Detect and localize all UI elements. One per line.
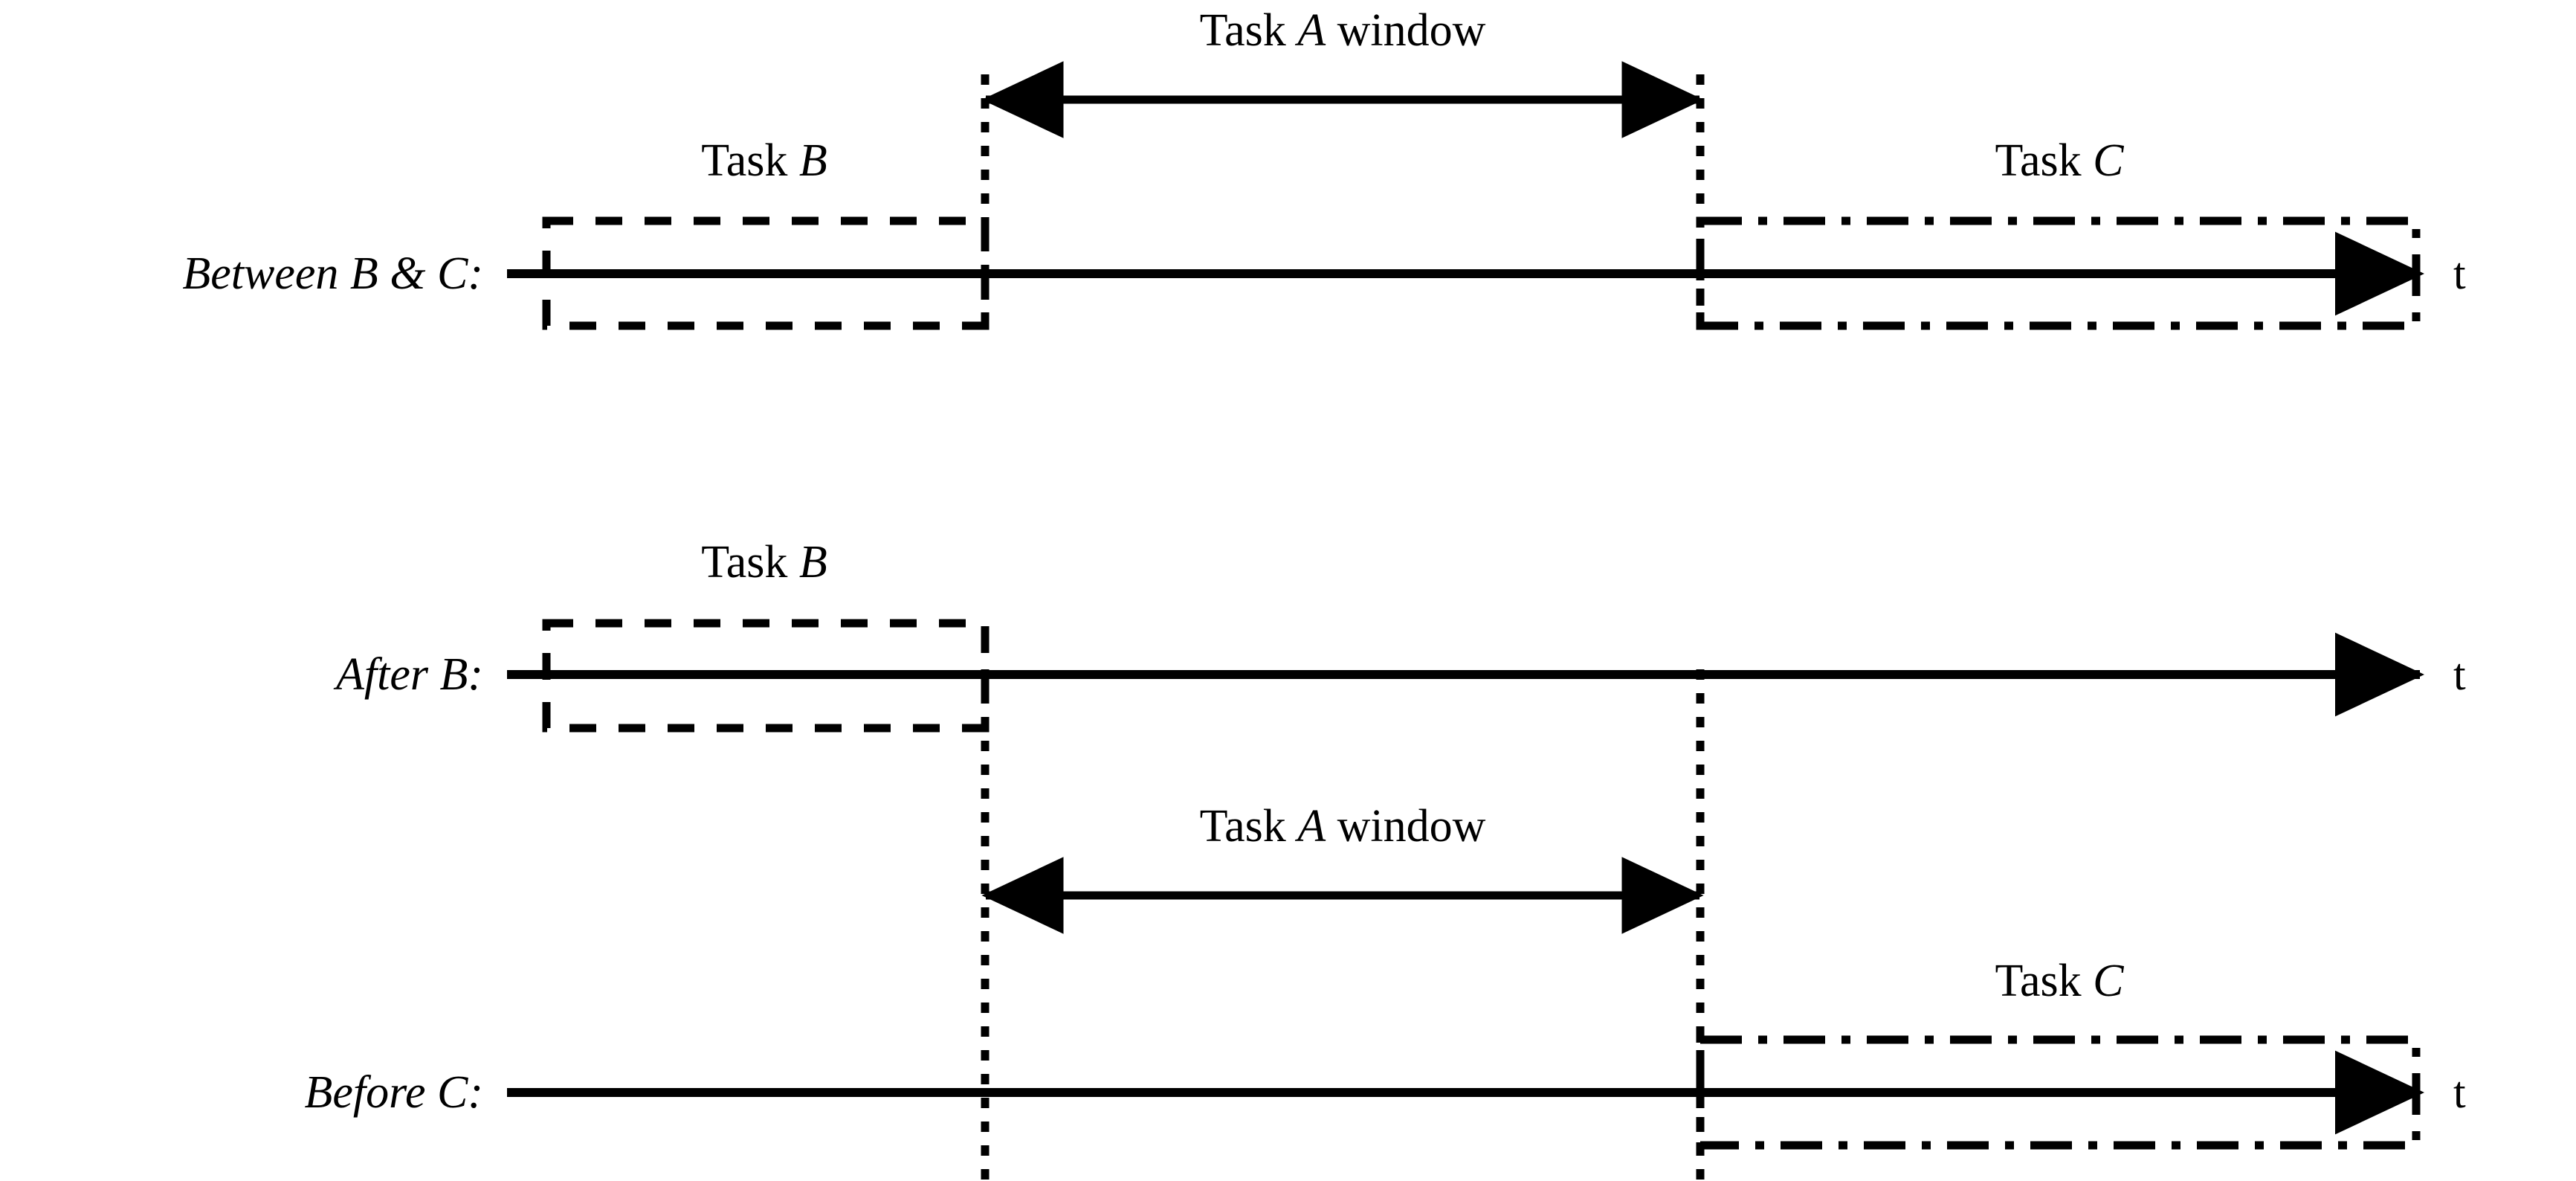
task-c-label-row3: Task C — [1995, 958, 2123, 1004]
task-c-label-row1-text: Task — [1995, 135, 2094, 186]
task-b-label-row2-letter: B — [798, 537, 827, 588]
task-b-label-row2-text: Task — [701, 537, 799, 588]
task-b-label-row1-letter: B — [798, 135, 827, 186]
task-c-box-row1 — [1696, 216, 2421, 330]
task-c-label-row3-letter: C — [2093, 956, 2124, 1006]
task-c-label-row1-letter: C — [2093, 135, 2124, 186]
task-c-label-row1: Task C — [1995, 138, 2123, 184]
row-after-b — [507, 619, 2424, 733]
window-markers-lower — [981, 669, 1705, 1181]
task-a-window-label-row3-suffix: window — [1326, 801, 1486, 852]
task-b-label-row1-text: Task — [701, 135, 799, 186]
task-c-label-row3-text: Task — [1995, 956, 2094, 1006]
task-c-box-row3 — [1696, 1035, 2421, 1150]
axis-label-t-row3: t — [2453, 1068, 2466, 1117]
task-a-window-label-row3: Task A window — [1200, 803, 1486, 849]
row-label-before-c: Before C: — [304, 1067, 483, 1118]
task-a-window-label-row1-prefix: Task — [1199, 5, 1298, 56]
row-before-c — [507, 857, 2424, 1150]
row-label-between-b-and-c: Between B & C: — [182, 248, 483, 299]
axis-label-t-row2: t — [2453, 650, 2466, 699]
axis-label-t-row1: t — [2453, 249, 2466, 298]
task-a-window-label-row1: Task A window — [1200, 7, 1486, 54]
task-a-window-label-row3-letter: A — [1297, 801, 1326, 852]
task-a-window-label-row3-prefix: Task — [1199, 801, 1298, 852]
row-between-b-and-c — [507, 61, 2424, 336]
task-a-window-label-row1-suffix: window — [1326, 5, 1486, 56]
task-b-label-row2: Task B — [701, 539, 827, 585]
task-b-label-row1: Task B — [701, 138, 827, 184]
row-label-after-b: After B: — [336, 649, 483, 700]
task-a-window-label-row1-letter: A — [1297, 5, 1326, 56]
